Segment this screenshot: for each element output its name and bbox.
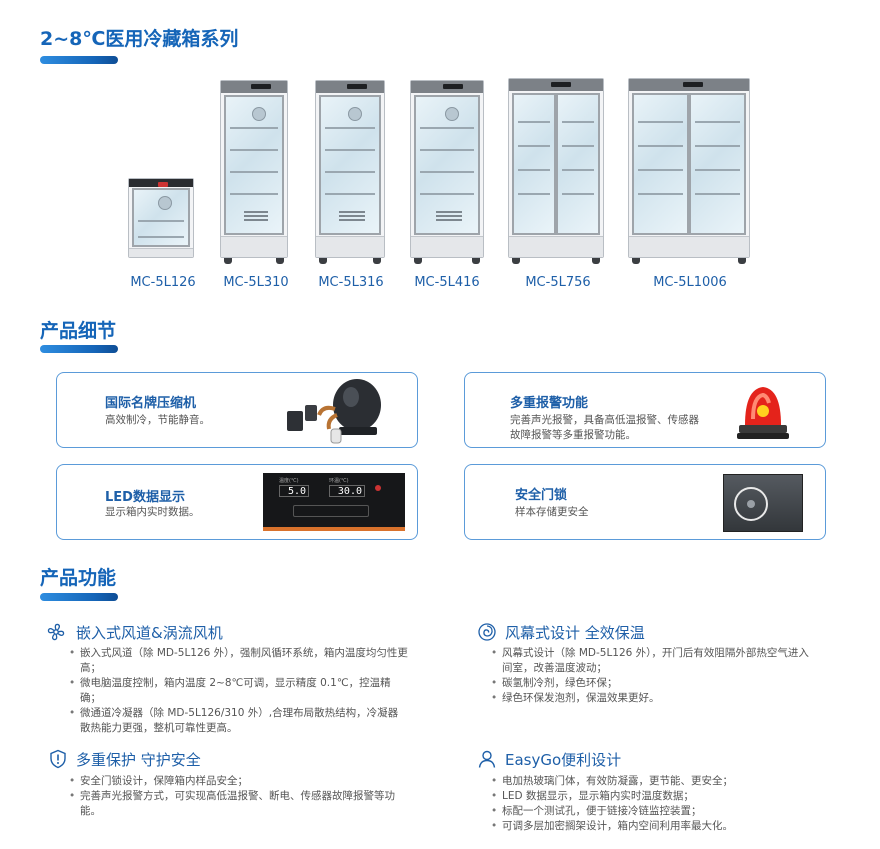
fridge-mc-5l756-image — [508, 78, 604, 258]
feature-list: 电加热玻璃门体，有效防凝露，更节能、更安全； LED 数据显示，显示箱内实时温度… — [490, 774, 820, 834]
wheel — [319, 258, 327, 264]
detail-desc: 显示箱内实时数据。 — [105, 506, 200, 518]
list-item: 标配一个测试孔，便于链接冷链监控装置； — [490, 804, 820, 819]
series-title: 2~8℃医用冷藏箱系列 — [40, 28, 239, 50]
feature-list: 嵌入式风道（除 MD-5L126 外），强制风循环系统，箱内温度均匀性更高； 微… — [68, 646, 408, 736]
fridge-mc-5l310-image — [220, 80, 288, 258]
feature-title: EasyGo便利设计 — [505, 751, 622, 769]
detail-card-led: LED数据显示 显示箱内实时数据。 温度(℃) 5.0 环温(℃) 30.0 — [56, 464, 418, 540]
led-value-2: 30.0 — [329, 485, 365, 497]
list-item: 微通道冷凝器（除 MD-5L126/310 外）,合理布局散热结构，冷凝器散热能… — [68, 706, 408, 736]
detail-card-alarm: 多重报警功能 完善声光报警，具备高低温报警、传感器故障报警等多重报警功能。 — [464, 372, 826, 448]
features-title: 产品功能 — [40, 567, 117, 589]
list-item: 风幕式设计（除 MD-5L126 外），开门后有效阻隔外部热空气进入间室，改善温… — [490, 646, 815, 676]
details-title: 产品细节 — [40, 320, 117, 342]
model-label: MC-5L316 — [318, 275, 384, 290]
fridge-mc-5l1006-image — [628, 78, 750, 258]
fridge-mc-5l416-image — [410, 80, 484, 258]
detail-title: 国际名牌压缩机 — [105, 396, 197, 411]
alarm-indicator-icon — [375, 485, 381, 491]
feature-list: 安全门锁设计，保障箱内样品安全； 完善声光报警方式，可实现高低温报警、断电、传感… — [68, 774, 408, 819]
feature-list: 风幕式设计（除 MD-5L126 外），开门后有效阻隔外部热空气进入间室，改善温… — [490, 646, 815, 706]
wheel — [224, 258, 232, 264]
alarm-light-image — [737, 387, 789, 439]
wheel — [632, 258, 640, 264]
shield-icon — [50, 749, 66, 769]
detail-card-lock: 安全门锁 样本存储更安全 — [464, 464, 826, 540]
list-item: 碳氢制冷剂，绿色环保； — [490, 676, 815, 691]
wheel — [472, 258, 480, 264]
detail-title: 安全门锁 — [515, 488, 568, 503]
detail-desc: 样本存储更安全 — [515, 506, 589, 518]
wheel — [592, 258, 600, 264]
fan-icon — [47, 623, 65, 641]
wheel — [512, 258, 520, 264]
compressor-image — [287, 379, 381, 444]
detail-title: LED数据显示 — [105, 490, 185, 505]
led-button-row — [293, 505, 369, 517]
list-item: 完善声光报警方式，可实现高低温报警、断电、传感器故障报警等功能。 — [68, 789, 408, 819]
detail-desc: 完善声光报警，具备高低温报警、传感器故障报警等多重报警功能。 — [510, 414, 699, 441]
wheel — [373, 258, 381, 264]
list-item: 嵌入式风道（除 MD-5L126 外），强制风循环系统，箱内温度均匀性更高； — [68, 646, 408, 676]
detail-desc: 高效制冷，节能静音。 — [105, 414, 210, 426]
detail-card-compressor: 国际名牌压缩机 高效制冷，节能静音。 — [56, 372, 418, 448]
led-value-1: 5.0 — [279, 485, 309, 497]
led-panel-image: 温度(℃) 5.0 环温(℃) 30.0 — [263, 473, 405, 531]
fridge-mc-5l126-image — [128, 178, 194, 258]
feature-title: 嵌入式风道&涡流风机 — [76, 624, 223, 642]
model-label: MC-5L126 — [130, 275, 196, 290]
wheel — [276, 258, 284, 264]
details-title-bar — [40, 345, 118, 353]
wheel — [414, 258, 422, 264]
feature-title: 风幕式设计 全效保温 — [505, 624, 645, 642]
detail-title: 多重报警功能 — [510, 396, 589, 411]
model-label: MC-5L310 — [223, 275, 289, 290]
swirl-icon — [478, 623, 496, 641]
led-label-1: 温度(℃) — [279, 478, 299, 484]
model-label: MC-5L756 — [525, 275, 591, 290]
wheel — [738, 258, 746, 264]
feature-title: 多重保护 守护安全 — [76, 751, 201, 769]
lock-icon — [734, 487, 768, 521]
list-item: LED 数据显示，显示箱内实时温度数据； — [490, 789, 820, 804]
list-item: 微电脑温度控制，箱内温度 2~8℃可调，显示精度 0.1℃，控温精确； — [68, 676, 408, 706]
list-item: 电加热玻璃门体，有效防凝露，更节能、更安全； — [490, 774, 820, 789]
model-label: MC-5L416 — [414, 275, 480, 290]
list-item: 绿色环保发泡剂，保温效果更好。 — [490, 691, 815, 706]
door-lock-image — [723, 474, 803, 532]
series-title-bar — [40, 56, 118, 64]
user-icon — [478, 750, 496, 768]
fridge-mc-5l316-image — [315, 80, 385, 258]
features-title-bar — [40, 593, 118, 601]
list-item: 可调多层加密搁架设计，箱内空间利用率最大化。 — [490, 819, 820, 834]
model-label: MC-5L1006 — [653, 275, 727, 290]
led-label-2: 环温(℃) — [329, 478, 349, 484]
list-item: 安全门锁设计，保障箱内样品安全； — [68, 774, 408, 789]
